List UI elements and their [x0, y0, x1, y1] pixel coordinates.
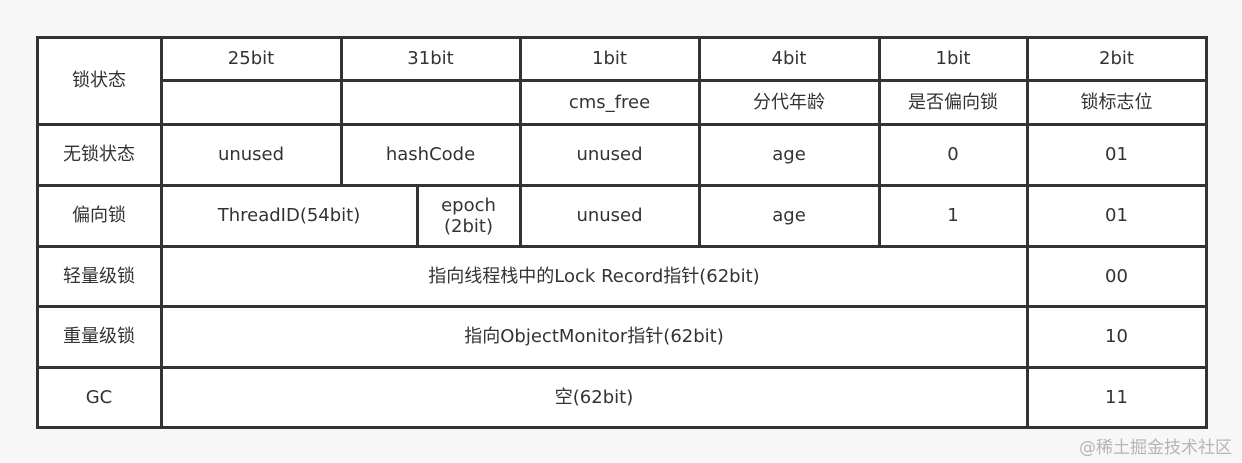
header-bit-width: 4bit — [697, 35, 881, 82]
header-field-name: cms_free — [518, 78, 701, 126]
row-state-label: 无锁状态 — [35, 122, 163, 187]
row-state-label: 轻量级锁 — [35, 244, 163, 308]
table-cell: ThreadID(54bit) — [159, 183, 419, 248]
header-bit-width: 25bit — [159, 35, 343, 82]
table-cell: 1 — [877, 183, 1029, 248]
table-cell: 指向线程栈中的Lock Record指针(62bit) — [159, 244, 1029, 308]
header-field-name — [159, 78, 343, 126]
header-bit-width: 1bit — [518, 35, 701, 82]
table-cell: age — [697, 183, 881, 248]
row-state-label: GC — [35, 365, 163, 429]
header-field-name — [339, 78, 522, 126]
header-bit-width: 1bit — [877, 35, 1029, 82]
table-cell: epoch (2bit) — [415, 183, 522, 248]
header-bit-width: 2bit — [1025, 35, 1208, 82]
row-state-label: 偏向锁 — [35, 183, 163, 248]
table-cell: age — [697, 122, 881, 187]
lock-flag-cell: 11 — [1025, 365, 1208, 429]
table-cell: 01 — [1025, 183, 1208, 248]
table-cell: unused — [159, 122, 343, 187]
row-state-label: 重量级锁 — [35, 304, 163, 369]
watermark: @稀土掘金技术社区 — [1079, 438, 1232, 458]
table-cell: unused — [518, 122, 701, 187]
table-cell: unused — [518, 183, 701, 248]
header-field-name: 是否偏向锁 — [877, 78, 1029, 126]
lock-flag-cell: 10 — [1025, 304, 1208, 369]
header-field-name: 分代年龄 — [697, 78, 881, 126]
table-cell: hashCode — [339, 122, 522, 187]
header-bit-width: 31bit — [339, 35, 522, 82]
lock-flag-cell: 00 — [1025, 244, 1208, 308]
table-cell: 01 — [1025, 122, 1208, 187]
header-state-label: 锁状态 — [35, 35, 163, 126]
header-field-name: 锁标志位 — [1025, 78, 1208, 126]
table-cell: 空(62bit) — [159, 365, 1029, 429]
table-cell: 0 — [877, 122, 1029, 187]
table-cell: 指向ObjectMonitor指针(62bit) — [159, 304, 1029, 369]
